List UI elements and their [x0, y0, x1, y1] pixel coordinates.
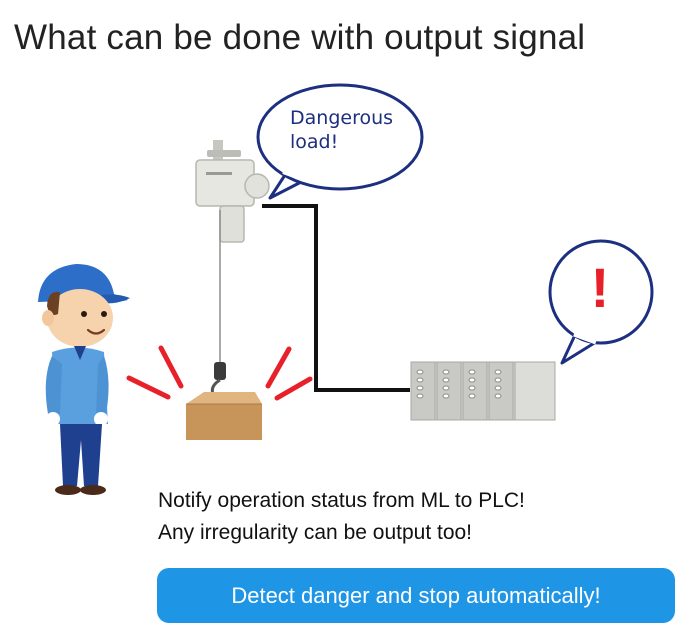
notify-text: Notify operation status from ML to PLC! …: [158, 485, 525, 549]
plc-icon: [410, 361, 556, 421]
alert-bubble-icon: [548, 239, 654, 365]
detect-danger-button[interactable]: Detect danger and stop automatically!: [157, 568, 675, 623]
worker-icon: [38, 264, 130, 495]
notify-line-2: Any irregularity can be output too!: [158, 521, 473, 544]
load-box-icon: [186, 392, 262, 440]
bubble-line-2: load!: [290, 131, 339, 153]
speech-bubble-text: Dangerous load!: [290, 106, 410, 154]
warning-lines-icon: [126, 345, 313, 401]
hoist-icon: [195, 140, 270, 400]
notify-line-1: Notify operation status from ML to PLC!: [158, 489, 525, 512]
speech-bubble-icon: [256, 83, 424, 200]
bubble-line-1: Dangerous: [290, 107, 394, 129]
signal-cable: [262, 204, 410, 392]
page-title: What can be done with output signal: [14, 18, 586, 57]
alert-exclamation-icon: !: [590, 256, 610, 319]
